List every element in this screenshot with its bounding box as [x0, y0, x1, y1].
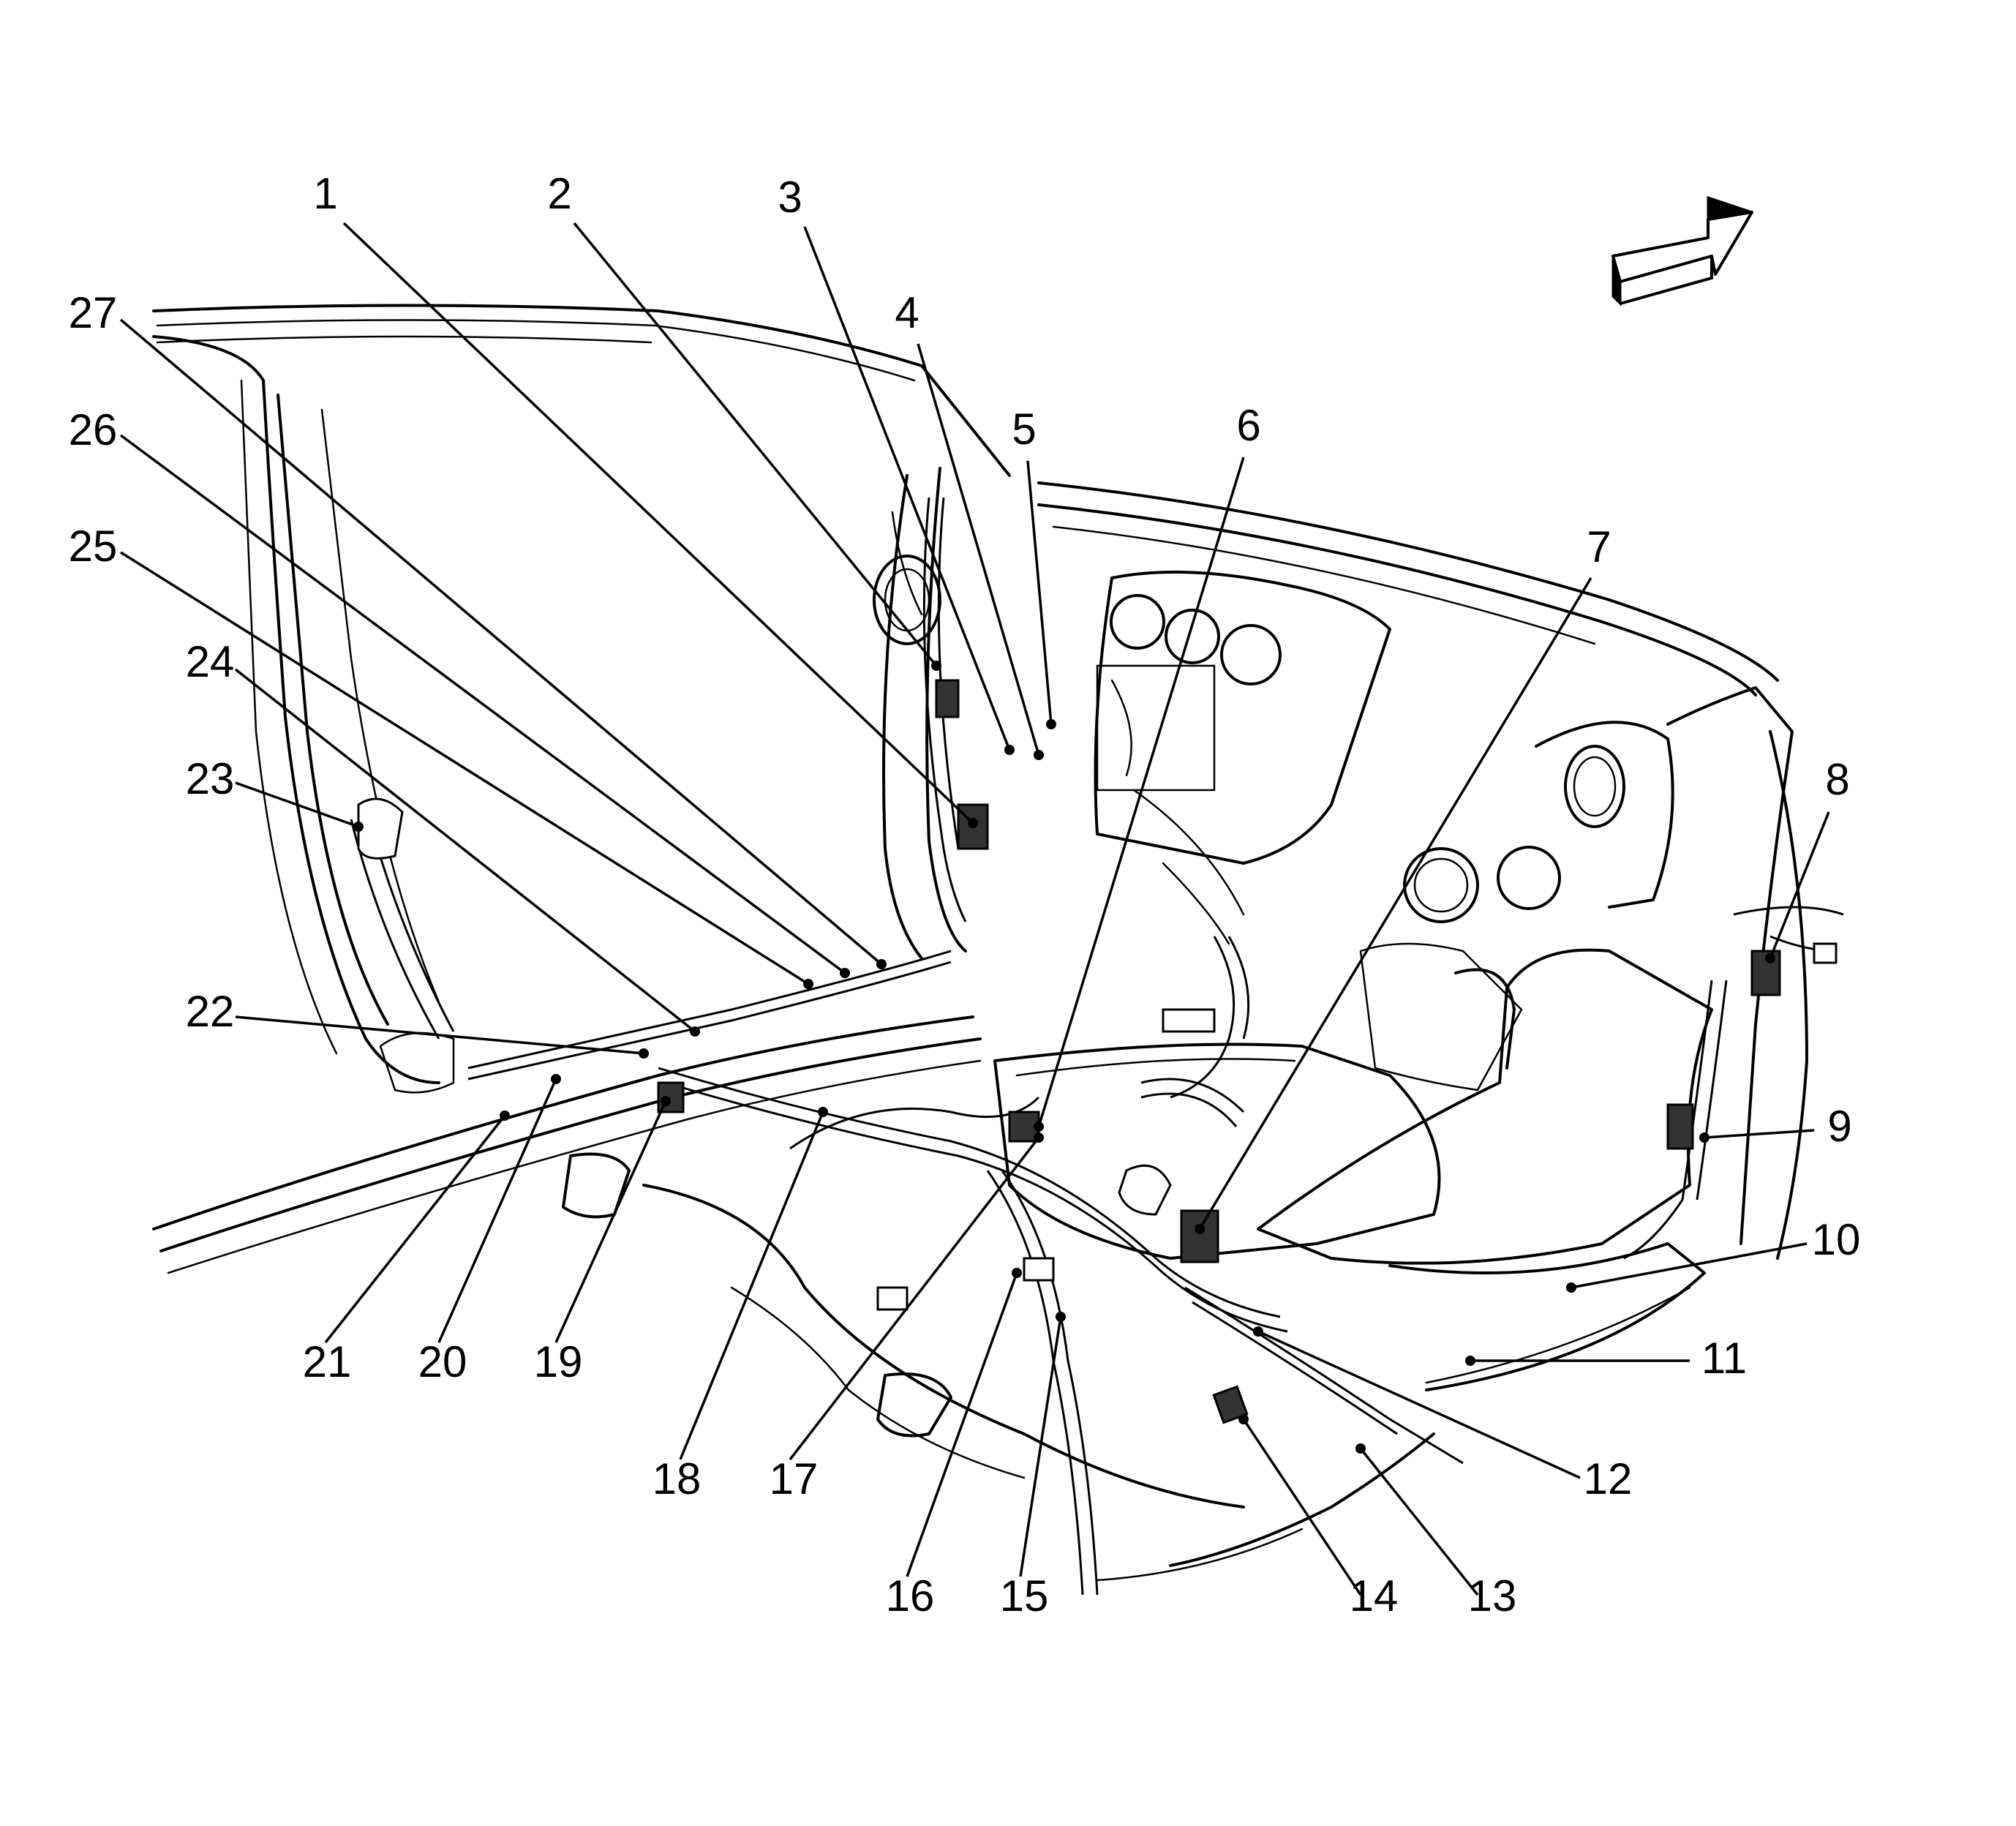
leader-dot-15: [1056, 1312, 1066, 1322]
callout-9: 9: [1827, 1102, 1851, 1151]
wiring-harness-illustration: [350, 497, 1844, 1596]
leader-line-1: [342, 222, 974, 824]
leader-dot-26: [840, 968, 850, 978]
leader-line-20: [437, 1078, 557, 1343]
callout-12: 12: [1584, 1454, 1633, 1503]
leader-dot-14: [1238, 1414, 1249, 1424]
callout-5: 5: [1012, 405, 1036, 454]
leader-line-12: [1257, 1330, 1581, 1479]
leader-dot-1: [968, 818, 978, 828]
leader-dot-6: [1034, 1121, 1044, 1132]
callout-27: 27: [69, 288, 118, 337]
vehicle-body-illustration: [152, 304, 1808, 1582]
leader-dot-27: [876, 959, 887, 969]
leader-dot-7: [1195, 1224, 1205, 1234]
callout-1: 1: [313, 169, 337, 218]
leader-line-8: [1769, 811, 1830, 959]
callout-6: 6: [1236, 401, 1260, 450]
callout-10: 10: [1812, 1215, 1861, 1264]
leader-dot-11: [1465, 1356, 1475, 1366]
leader-line-4: [917, 343, 1040, 756]
leader-dot-25: [803, 979, 813, 989]
leader-dot-19: [661, 1096, 671, 1106]
leader-dot-9: [1699, 1132, 1710, 1143]
callout-2: 2: [547, 169, 571, 218]
callout-22: 22: [186, 987, 235, 1036]
leader-line-18: [679, 1111, 824, 1460]
callout-15: 15: [1000, 1571, 1049, 1620]
leader-dot-17: [1034, 1132, 1044, 1143]
leader-line-25: [120, 551, 809, 985]
callout-18: 18: [652, 1454, 702, 1503]
callout-16: 16: [886, 1571, 935, 1620]
callout-21: 21: [303, 1337, 352, 1386]
leader-line-24: [234, 668, 696, 1033]
leader-line-23: [235, 781, 359, 828]
callout-26: 26: [69, 405, 118, 454]
leader-line-22: [235, 1015, 644, 1055]
callout-24: 24: [186, 637, 235, 686]
callout-23: 23: [186, 754, 235, 803]
callout-3: 3: [778, 173, 802, 222]
leader-dot-2: [931, 661, 941, 671]
callout-13: 13: [1468, 1571, 1517, 1620]
callout-4: 4: [895, 288, 919, 337]
callout-25: 25: [69, 522, 118, 571]
callout-8: 8: [1825, 755, 1849, 804]
leader-line-21: [324, 1114, 506, 1344]
leader-dot-24: [690, 1026, 700, 1037]
callout-20: 20: [418, 1337, 467, 1386]
leader-dot-3: [1004, 745, 1015, 755]
leader-line-7: [1198, 577, 1592, 1230]
leader-line-17: [789, 1136, 1040, 1461]
leader-line-5: [1026, 460, 1053, 725]
leader-line-9: [1704, 1129, 1815, 1139]
leader-line-10: [1571, 1242, 1808, 1289]
leader-dot-21: [500, 1111, 510, 1121]
callout-11: 11: [1701, 1334, 1747, 1383]
leader-line-6: [1037, 456, 1245, 1127]
leader-dot-20: [551, 1074, 561, 1084]
leader-line-19: [554, 1100, 667, 1343]
callout-labels: 1 2 3 4 5 6 7 8 9 10 11 12 13 14 15 16 1…: [69, 169, 1861, 1620]
leader-line-3: [803, 226, 1011, 751]
leader-line-2: [573, 222, 938, 667]
leader-line-16: [906, 1272, 1018, 1577]
leader-line-14: [1242, 1419, 1362, 1596]
callout-19: 19: [534, 1337, 583, 1386]
leader-dot-5: [1046, 719, 1056, 729]
leader-dot-18: [818, 1107, 828, 1117]
callout-17: 17: [770, 1454, 819, 1503]
leader-line-13: [1359, 1447, 1479, 1596]
front-direction-arrow-icon: [1611, 195, 1753, 307]
callout-7: 7: [1587, 522, 1611, 571]
leader-dot-22: [639, 1048, 649, 1059]
callout-14: 14: [1350, 1571, 1399, 1620]
leader-dot-8: [1765, 953, 1775, 963]
leader-dot-10: [1566, 1282, 1576, 1293]
leader-dot-4: [1034, 750, 1044, 760]
leader-line-15: [1019, 1316, 1062, 1577]
leader-dot-13: [1355, 1443, 1366, 1454]
leader-line-27: [119, 318, 883, 966]
leader-line-26: [119, 434, 846, 974]
leader-dot-23: [353, 822, 364, 832]
leader-dot-12: [1253, 1326, 1263, 1337]
callout-leaders: [119, 222, 1830, 1596]
leader-dot-16: [1012, 1268, 1022, 1278]
